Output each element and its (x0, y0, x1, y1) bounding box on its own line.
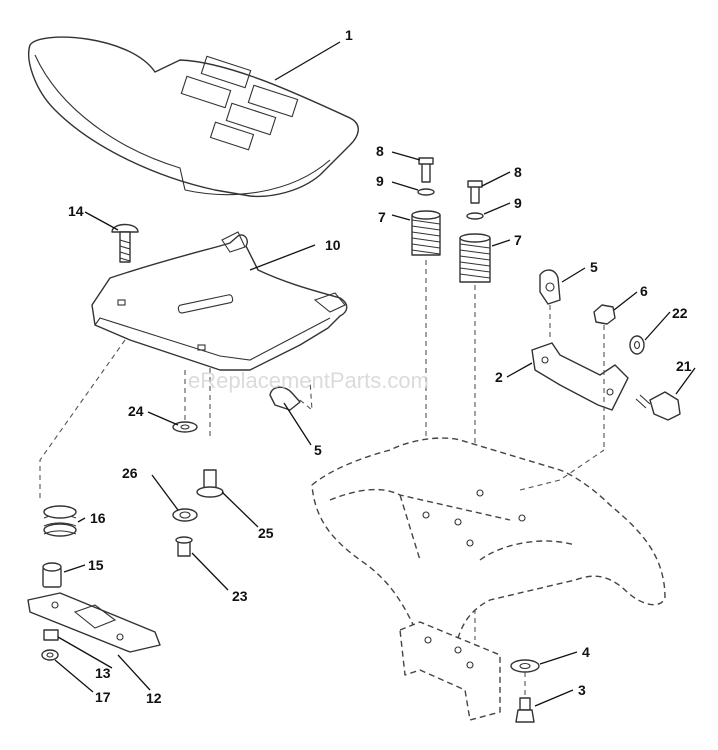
adjustment-knob-part[interactable] (539, 269, 561, 305)
seat-part[interactable] (28, 36, 359, 198)
shoulder-bolt-part[interactable] (175, 536, 193, 557)
callout-labels: 1 2 3 4 5 5 6 7 7 8 8 9 9 10 12 13 14 15… (68, 27, 692, 706)
callout-7: 7 (514, 232, 522, 248)
frame-mount-bracket (399, 621, 501, 721)
knob-part[interactable] (269, 386, 301, 411)
callout-12: 12 (146, 690, 162, 706)
callout-24: 24 (128, 403, 144, 419)
callout-2: 2 (495, 369, 503, 385)
seat-pan-part[interactable] (91, 231, 348, 371)
callout-15: 15 (88, 557, 104, 573)
washer-part[interactable] (172, 508, 198, 522)
adjustment-bracket-part[interactable] (531, 342, 629, 411)
callout-22: 22 (672, 305, 688, 321)
bolt-part[interactable] (196, 469, 224, 498)
tractor-frame-outline (311, 437, 666, 653)
bolt-part[interactable] (635, 391, 681, 421)
bolt-part[interactable] (515, 697, 535, 723)
callout-6: 6 (640, 283, 648, 299)
washer-part[interactable] (466, 212, 484, 220)
callout-26: 26 (122, 465, 138, 481)
nut-part[interactable] (593, 304, 616, 325)
washer-part[interactable] (510, 659, 540, 673)
callout-16: 16 (90, 510, 106, 526)
callout-23: 23 (232, 588, 248, 604)
nut-part[interactable] (43, 629, 59, 641)
callout-7: 7 (378, 209, 386, 225)
watermark: eReplacementParts.com (188, 368, 429, 393)
washer-part[interactable] (417, 188, 435, 196)
bolt-part[interactable] (467, 180, 483, 204)
leader-lines (54, 41, 696, 707)
callout-10: 10 (325, 237, 341, 253)
guide-line (519, 449, 605, 491)
callout-14: 14 (68, 203, 84, 219)
callout-8: 8 (514, 164, 522, 180)
spring-part[interactable] (43, 505, 77, 537)
spring-part[interactable] (459, 233, 491, 283)
callout-21: 21 (676, 358, 692, 374)
spring-part[interactable] (411, 210, 441, 256)
callout-4: 4 (582, 644, 590, 660)
callout-17: 17 (95, 689, 111, 705)
washer-part[interactable] (172, 421, 198, 433)
carriage-bolt-part[interactable] (111, 223, 139, 263)
spacer-part[interactable] (42, 562, 62, 588)
washer-part[interactable] (629, 335, 645, 355)
bolt-part[interactable] (418, 157, 434, 183)
callout-5: 5 (590, 259, 598, 275)
guide-line (39, 339, 126, 500)
callout-5: 5 (314, 442, 322, 458)
callout-13: 13 (95, 665, 111, 681)
suspension-bracket-part[interactable] (27, 592, 161, 653)
callout-9: 9 (376, 173, 384, 189)
washer-part[interactable] (41, 649, 59, 661)
callout-8: 8 (376, 143, 384, 159)
callout-3: 3 (578, 682, 586, 698)
callout-9: 9 (514, 195, 522, 211)
callout-1: 1 (345, 27, 353, 43)
callout-25: 25 (258, 525, 274, 541)
